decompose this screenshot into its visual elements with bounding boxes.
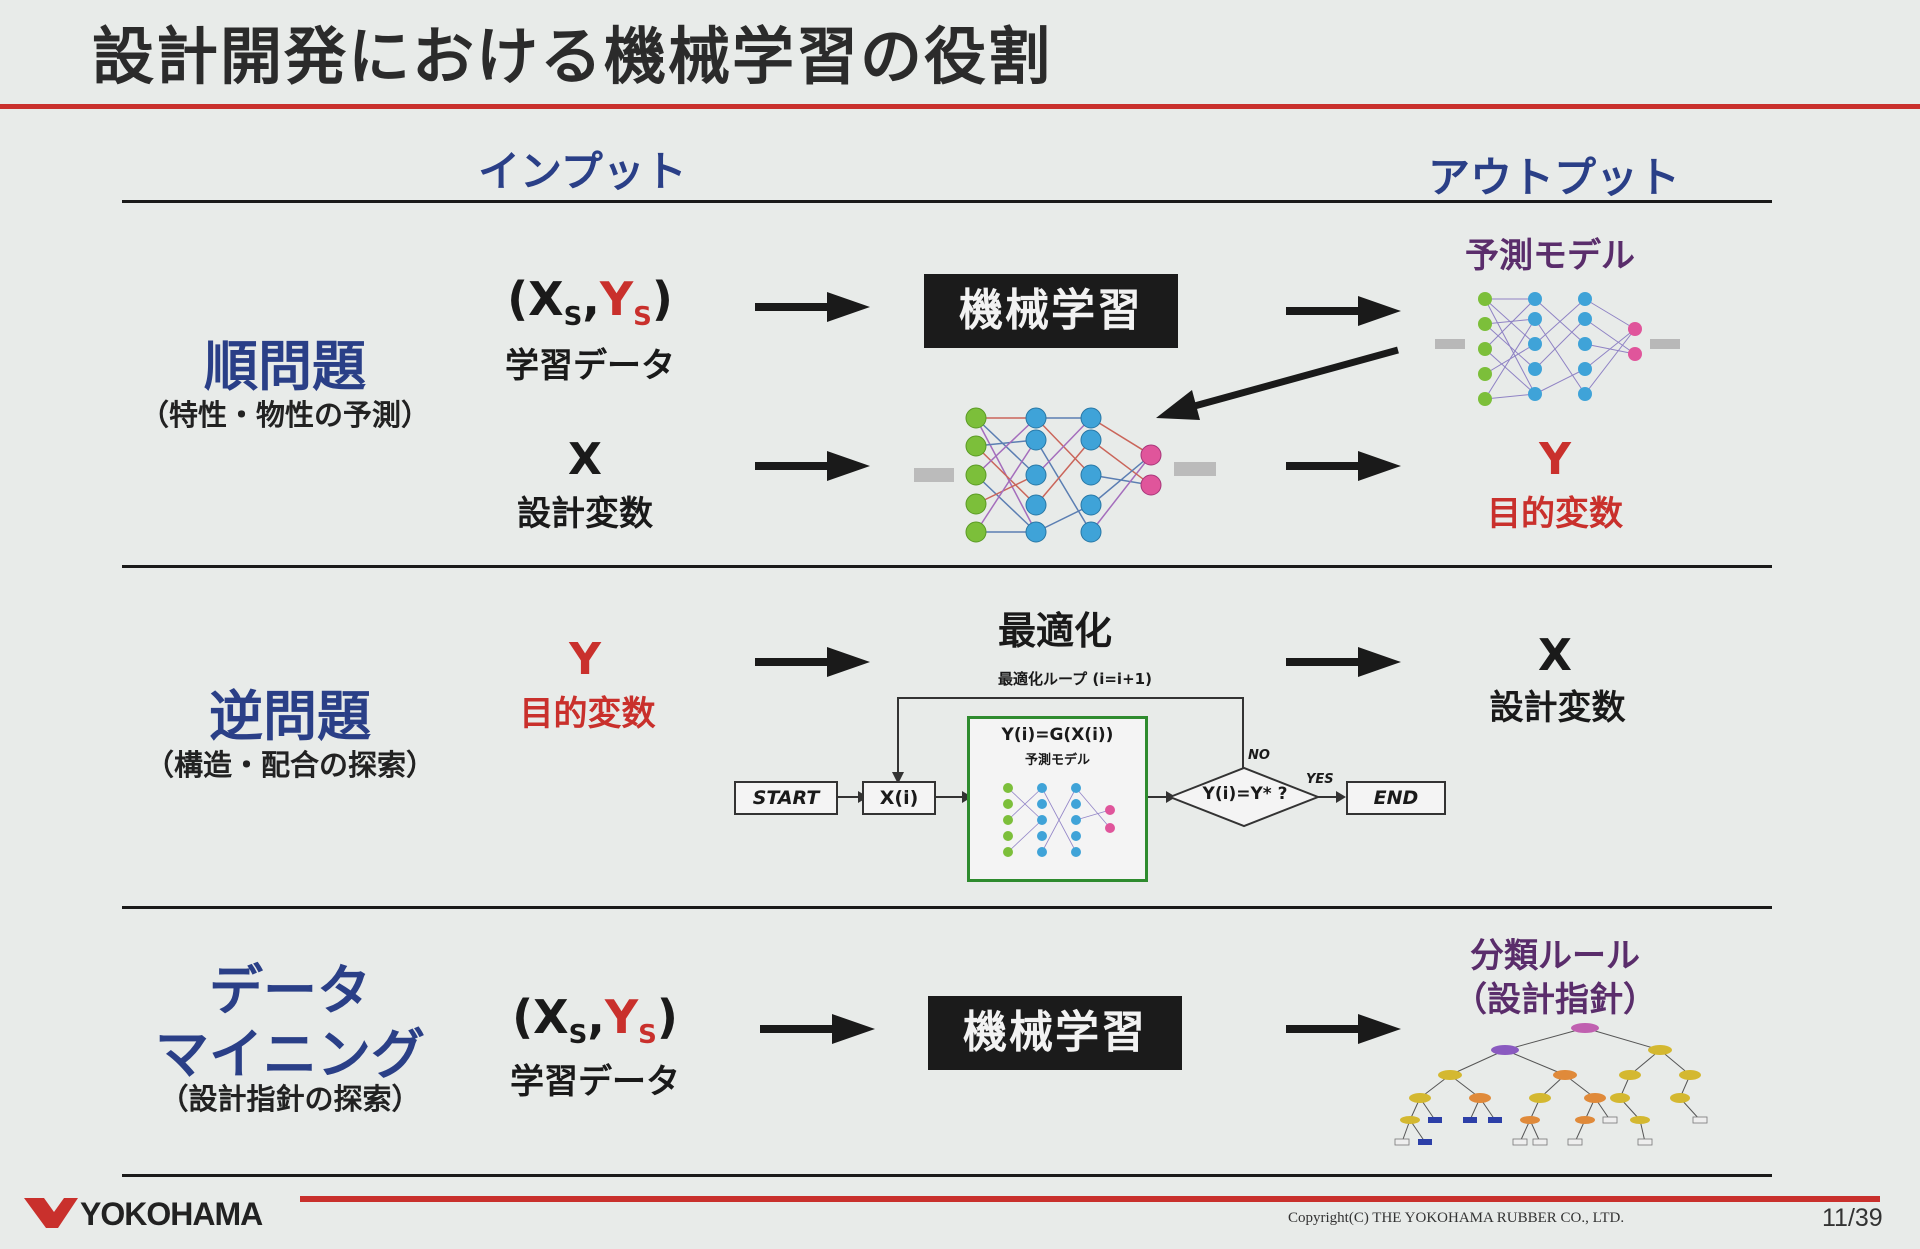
- optimization-label: 最適化: [997, 609, 1112, 653]
- decision-tree-diagram: [1394, 1023, 1708, 1146]
- section-divider-1: [122, 565, 1772, 568]
- design-variable-label-inverse: 設計変数: [1489, 688, 1626, 728]
- xi-node: X(i): [862, 781, 936, 815]
- x-subscript: S: [563, 302, 583, 333]
- diagonal-arrow-icon: [1156, 346, 1399, 420]
- arrow-icon: [755, 451, 870, 481]
- decision-node: Y(i)=Y* ?: [1202, 784, 1288, 804]
- machine-learning-box: 機械学習: [924, 274, 1178, 348]
- x-symbol: (X: [512, 990, 569, 1044]
- title-rule: [0, 104, 1920, 109]
- y-subscript: S: [638, 1020, 657, 1051]
- slide-title: 設計開発における機械学習の役割: [92, 20, 1053, 93]
- no-label: NO: [1248, 748, 1270, 763]
- inverse-problem-title: 逆問題: [209, 685, 371, 748]
- y-symbol: Y: [599, 272, 634, 326]
- objective-variable-symbol-inverse: Y: [569, 634, 601, 685]
- arrow-icon: [760, 1014, 875, 1044]
- design-variable-symbol: X: [568, 434, 602, 485]
- y-symbol: Y: [604, 990, 639, 1044]
- close-paren: ): [656, 990, 678, 1044]
- neural-network-icon: [1003, 783, 1115, 857]
- training-data-symbol-mining: (XS,YS): [485, 990, 705, 1050]
- output-column-header: アウトプット: [1428, 153, 1681, 202]
- neural-network-diagram-small: [1435, 292, 1680, 406]
- prediction-model-label: 予測モデル: [1465, 236, 1635, 276]
- section-divider-2: [122, 906, 1772, 909]
- footer-divider: [122, 1174, 1772, 1177]
- page-number: 11/39: [1822, 1204, 1883, 1232]
- data-mining-title-line2: マイニング: [155, 1023, 425, 1086]
- design-variable-label: 設計変数: [517, 494, 653, 534]
- neural-network-diagram: [914, 407, 1216, 543]
- input-column-header: インプット: [478, 147, 687, 196]
- training-data-label: 学習データ: [505, 346, 675, 386]
- copyright-text: Copyright(C) THE YOKOHAMA RUBBER CO., LT…: [1288, 1210, 1625, 1226]
- optimization-loop-label: 最適化ループ (i=i+1): [998, 670, 1152, 688]
- close-paren: ): [651, 272, 673, 326]
- footer-rule: [300, 1196, 1880, 1202]
- optimization-loop-lines: [836, 697, 1346, 828]
- training-data-symbol: (XS,YS): [480, 272, 700, 332]
- objective-variable-symbol: Y: [1539, 434, 1571, 485]
- x-symbol: (X: [507, 272, 564, 326]
- company-logo: YOKOHAMA: [80, 1196, 263, 1232]
- inverse-problem-subtitle: （構造・配合の探索）: [144, 748, 435, 782]
- arrow-icon: [1286, 296, 1401, 326]
- objective-variable-label: 目的変数: [1487, 494, 1623, 534]
- forward-problem-subtitle: （特性・物性の予測）: [139, 398, 430, 432]
- y-subscript: S: [633, 302, 652, 333]
- arrow-icon: [755, 292, 870, 322]
- model-label: 予測モデル: [1024, 753, 1090, 768]
- comma: ,: [582, 272, 600, 326]
- training-data-label-mining: 学習データ: [510, 1062, 680, 1102]
- yes-label: YES: [1306, 772, 1334, 787]
- start-node: START: [734, 781, 838, 815]
- arrow-icon: [755, 647, 870, 677]
- design-guideline-label: （設計指針）: [1453, 980, 1657, 1020]
- model-equation: Y(i)=G(X(i)): [1001, 725, 1114, 745]
- header-divider: [122, 200, 1772, 203]
- x-subscript: S: [568, 1020, 588, 1051]
- data-mining-title-line1: データ: [209, 959, 371, 1022]
- design-variable-symbol-inverse: X: [1538, 630, 1572, 681]
- arrow-icon: [1286, 451, 1401, 481]
- prediction-model-node: Y(i)=G(X(i)) 予測モデル: [967, 716, 1148, 882]
- end-node: END: [1346, 781, 1446, 815]
- comma: ,: [587, 990, 605, 1044]
- forward-problem-title: 順問題: [204, 335, 366, 398]
- objective-variable-label-inverse: 目的変数: [519, 694, 656, 734]
- machine-learning-box-mining: 機械学習: [928, 996, 1182, 1070]
- data-mining-subtitle: （設計指針の探索）: [159, 1082, 421, 1116]
- arrow-icon: [1286, 647, 1401, 677]
- classification-rule-label: 分類ルール: [1470, 936, 1640, 976]
- arrow-icon: [1286, 1014, 1401, 1044]
- yokohama-logo-icon: [24, 1198, 78, 1228]
